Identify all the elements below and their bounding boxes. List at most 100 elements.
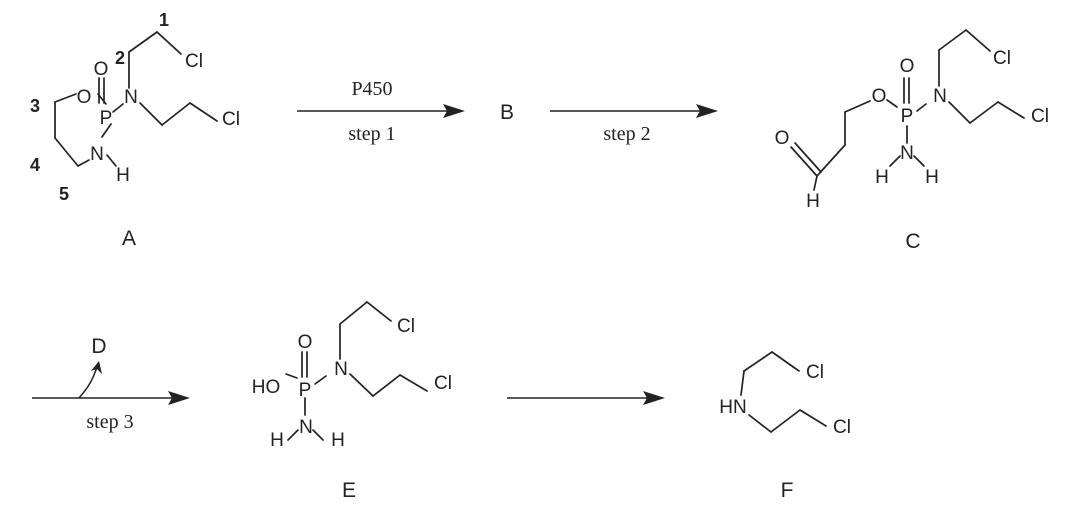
bond bbox=[349, 373, 374, 397]
bond bbox=[969, 101, 999, 124]
compound-label-e: E bbox=[342, 479, 356, 502]
atom-label: O bbox=[775, 128, 790, 149]
atom-label: H bbox=[806, 191, 820, 212]
ring-number: 4 bbox=[30, 155, 40, 175]
atom-label: N bbox=[933, 86, 947, 107]
atom-label: H bbox=[331, 430, 345, 451]
arrow-head bbox=[168, 391, 190, 405]
atom-label: HO bbox=[252, 377, 281, 398]
bond bbox=[101, 123, 112, 138]
atom-label: P bbox=[901, 106, 914, 127]
bond bbox=[312, 429, 324, 441]
molecule-c: O H O O P N Cl Cl N H H C bbox=[775, 29, 1049, 253]
arrow-head bbox=[443, 104, 465, 118]
compound-label-f: F bbox=[781, 479, 794, 502]
atom-label: Cl bbox=[185, 51, 203, 72]
bond bbox=[916, 103, 927, 112]
molecule-e: HO O P N Cl Cl N H H E bbox=[252, 301, 452, 502]
molecule-f: HN Cl Cl F bbox=[719, 351, 851, 502]
ring-number: 2 bbox=[115, 48, 125, 68]
atom-label: O bbox=[94, 59, 109, 80]
bond bbox=[314, 375, 327, 385]
bond bbox=[112, 103, 124, 113]
arrow-head bbox=[91, 361, 102, 374]
bond bbox=[77, 159, 90, 167]
molecule-a: O O P N Cl Cl N H 1 2 3 4 5 A bbox=[30, 10, 240, 250]
atom-label: N bbox=[299, 417, 313, 438]
ring-number: 5 bbox=[59, 184, 69, 204]
bond bbox=[287, 429, 299, 441]
bond bbox=[770, 409, 801, 433]
bond bbox=[816, 144, 846, 177]
atom-label: Cl bbox=[1031, 106, 1049, 127]
atom-label: H bbox=[270, 430, 284, 451]
bond bbox=[790, 146, 818, 177]
atom-label: O bbox=[900, 56, 915, 77]
step-label: step 3 bbox=[86, 411, 133, 433]
reaction-arrow-step-3: D step 3 bbox=[32, 335, 190, 433]
atom-label: H bbox=[925, 167, 939, 188]
bond bbox=[844, 100, 871, 113]
atom-label: N bbox=[124, 87, 138, 108]
bond bbox=[794, 142, 822, 173]
bond bbox=[748, 414, 772, 433]
bond bbox=[106, 154, 117, 167]
atom-label: H bbox=[875, 167, 889, 188]
bond bbox=[161, 102, 191, 126]
bond bbox=[339, 301, 368, 325]
bond bbox=[965, 29, 991, 52]
bond bbox=[372, 374, 401, 397]
atom-label: O bbox=[298, 332, 313, 353]
bond bbox=[913, 155, 925, 167]
side-product-arrow bbox=[78, 366, 98, 399]
reaction-arrow-step-1: P450 step 1 bbox=[297, 78, 465, 145]
atom-label: Cl bbox=[806, 362, 824, 383]
step-label: step 1 bbox=[348, 123, 395, 145]
compound-label-a: A bbox=[122, 227, 136, 250]
bond bbox=[128, 31, 158, 53]
bond bbox=[743, 351, 773, 372]
atom-label: HN bbox=[719, 397, 746, 418]
bond bbox=[997, 101, 1025, 119]
step-label: step 2 bbox=[603, 123, 650, 145]
atom-label: P bbox=[100, 108, 113, 129]
bond bbox=[938, 29, 967, 51]
atom-label: Cl bbox=[434, 373, 452, 394]
ring-number: 1 bbox=[159, 10, 169, 30]
reaction-arrow-step-2: step 2 bbox=[550, 104, 718, 145]
atom-label: Cl bbox=[993, 48, 1011, 69]
bond bbox=[771, 351, 800, 372]
compound-label-d: D bbox=[91, 335, 106, 358]
bond bbox=[189, 102, 218, 122]
atom-label: Cl bbox=[222, 109, 240, 130]
atom-label: Cl bbox=[833, 417, 851, 438]
bond bbox=[813, 175, 818, 191]
bond bbox=[740, 370, 745, 396]
atom-label: O bbox=[872, 86, 887, 107]
bond bbox=[948, 101, 971, 124]
atom-label: O bbox=[77, 87, 92, 108]
bond bbox=[54, 137, 79, 167]
atom-label: N bbox=[334, 359, 348, 380]
compound-label-c: C bbox=[905, 230, 920, 253]
reagent-label: P450 bbox=[351, 78, 392, 100]
arrow-head bbox=[696, 104, 718, 118]
atom-label: Cl bbox=[397, 316, 415, 337]
bond bbox=[156, 31, 182, 55]
bond bbox=[54, 93, 77, 103]
arrow-head bbox=[643, 391, 665, 405]
ring-number: 3 bbox=[30, 96, 40, 116]
bond bbox=[366, 301, 392, 322]
compound-label-b: B bbox=[500, 101, 514, 124]
bond bbox=[399, 374, 428, 392]
atom-label: H bbox=[116, 165, 130, 186]
bond bbox=[285, 373, 298, 379]
bond bbox=[889, 155, 901, 167]
bond bbox=[799, 409, 827, 427]
atom-label: N bbox=[900, 143, 914, 164]
atom-label: P bbox=[299, 380, 312, 401]
bond bbox=[886, 99, 898, 108]
reaction-arrow-to-f bbox=[507, 391, 665, 405]
atom-label: N bbox=[90, 144, 104, 165]
bond bbox=[139, 102, 163, 126]
